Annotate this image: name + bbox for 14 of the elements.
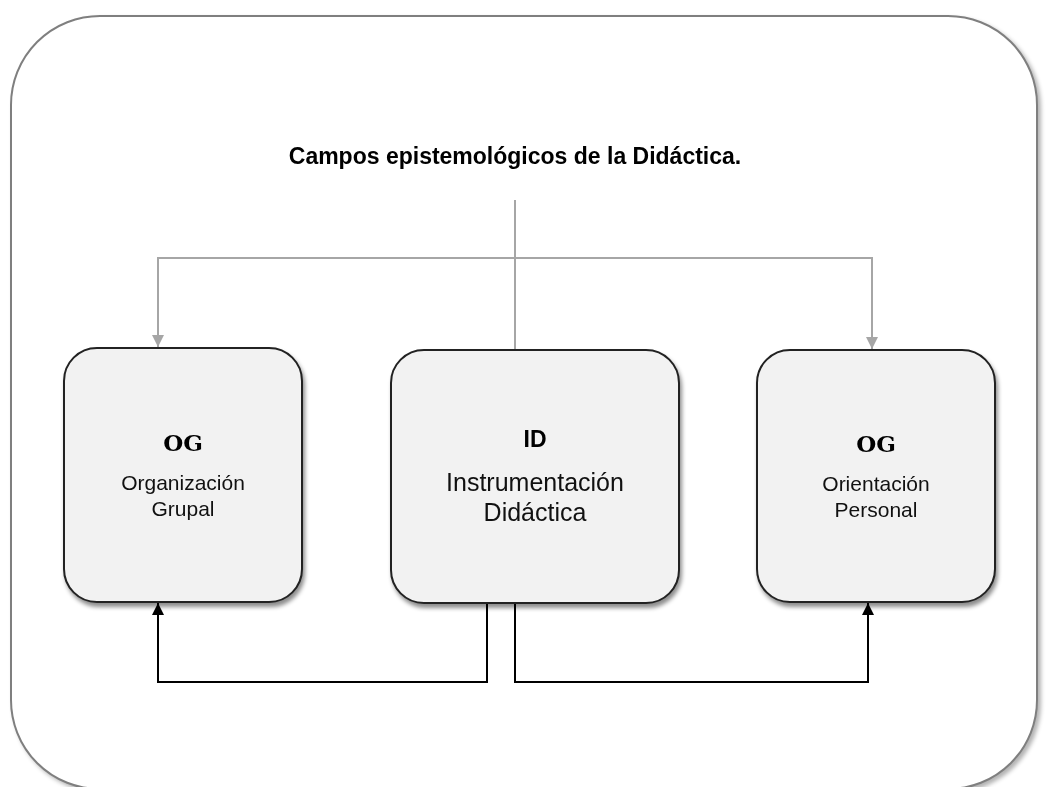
title-text: Campos epistemológicos de la Didáctica.	[60, 112, 970, 200]
box-text: Orientación Personal	[821, 471, 931, 522]
box-text: Instrumentación Didáctica	[445, 467, 625, 527]
frame-background	[10, 15, 1038, 787]
rounded-box	[390, 349, 680, 604]
arrow	[152, 602, 488, 683]
box-heading: OG	[856, 430, 896, 458]
box-heading: ID	[523, 426, 547, 453]
box-heading: OG	[163, 429, 203, 457]
box-text: Organización Grupal	[120, 470, 246, 521]
rounded-box	[756, 349, 996, 603]
rounded-box	[63, 347, 303, 603]
arrow	[514, 602, 874, 683]
arrow	[514, 199, 878, 350]
